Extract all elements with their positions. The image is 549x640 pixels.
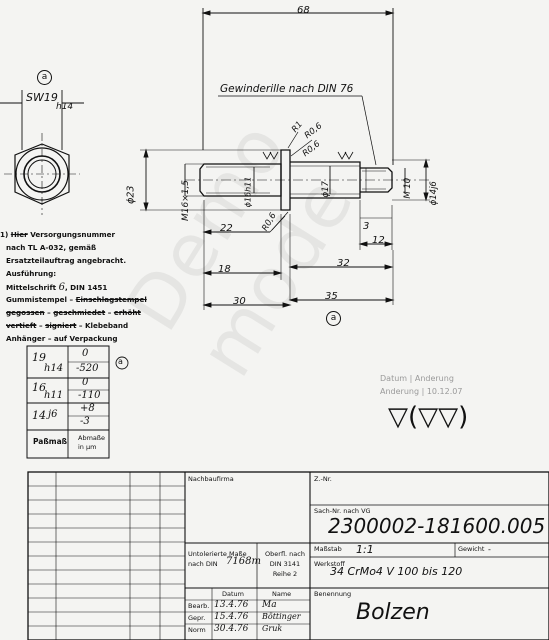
note-line-1: 1) Hier Versorgungsnummer	[0, 230, 115, 239]
massstab-label: Maßstab	[314, 545, 342, 553]
gepr-label: Gepr.	[188, 614, 206, 622]
dim-30: 30	[233, 296, 246, 307]
dim-22: 22	[220, 223, 233, 234]
fit-row1-size: 19	[32, 351, 46, 364]
dim-dia16h11: ϕ16h11	[243, 176, 253, 208]
dim-m16: M16×1,5	[181, 179, 192, 222]
dim-32: 32	[337, 258, 350, 269]
nachbaufirma-label: Nachbaufirma	[188, 475, 234, 483]
fit-row2-size: 16	[32, 381, 46, 394]
detail-mark-circle: a	[37, 70, 52, 85]
stamp-line-1: Datum | Anderung	[380, 374, 454, 383]
fit-row2-fit: h11	[44, 390, 64, 401]
fits-detail-mark: a	[118, 357, 123, 366]
fit-row1-fit: h14	[44, 363, 64, 374]
sw-tolerance: h14	[56, 102, 74, 112]
note-line-6: Gummistempel – Einschlagstempel	[6, 295, 147, 304]
note-line-9: Anhänger – auf Verpackung	[6, 334, 118, 343]
note-line-7: gegossen – geschmiedet – erhöht	[6, 308, 141, 317]
thread-callout: Gewinderille nach DIN 76	[220, 83, 354, 95]
benennung-value: Bolzen	[356, 600, 430, 625]
gewicht-label: Gewicht	[458, 545, 485, 553]
fit-row1-lower: -520	[76, 363, 99, 374]
bearb-label: Bearb.	[188, 602, 210, 610]
note-line-2: nach TL A-032, gemäß	[6, 243, 97, 252]
fit-row3-upper: +8	[80, 403, 95, 414]
gepr-date: 15.4.76	[214, 612, 249, 622]
fit-row3-size: 14	[32, 409, 46, 422]
sachnr-label: Sach-Nr. nach VG	[314, 507, 371, 515]
stamp-line-2: Anderung | 10.12.07	[380, 387, 463, 396]
datum-label: Datum	[222, 590, 244, 598]
dim-dia23: ϕ23	[125, 185, 137, 204]
norm-date: 30.4.76	[214, 624, 249, 634]
surface-symbol: ▽(▽▽)	[388, 402, 469, 432]
dim-overall: 68	[297, 5, 310, 16]
fit-row3-lower: -3	[80, 416, 90, 427]
fit-row3-fit: j6	[48, 409, 58, 420]
dim-3: 3	[363, 221, 370, 232]
norm-label: Norm	[188, 626, 206, 634]
revision-stamp: Datum | Anderung Anderung | 10.12.07	[380, 372, 462, 398]
bearb-name: Ma	[262, 600, 277, 610]
note-line-8: vertieft – signiert – Klebeband	[6, 321, 129, 330]
sw-label: SW19	[26, 91, 58, 104]
gewicht-value: -	[488, 545, 491, 554]
name-label: Name	[272, 590, 292, 598]
dim-dia14j6: ϕ14j6	[428, 181, 439, 206]
fit-row2-upper: 0	[82, 377, 89, 388]
note-line-4: Ausführung:	[6, 269, 57, 278]
dim-dia17: ϕ17	[320, 181, 331, 198]
note-line-3: Ersatzteilauftrag angebracht.	[6, 256, 127, 265]
znr-label: Z.-Nr.	[314, 475, 332, 483]
fits-header-right: Abmaße in µm	[78, 434, 105, 451]
werkstoff-value: 34 CrMo4 V 100 bis 120	[330, 565, 463, 578]
sachnr-value: 2300002-181600.005	[328, 514, 546, 538]
untol-value: 7168m	[226, 556, 261, 567]
dim-18: 18	[218, 264, 231, 275]
massstab-value: 1:1	[356, 543, 374, 556]
dim-m10: M 10	[403, 177, 414, 199]
benennung-label: Benennung	[314, 590, 352, 598]
werkstoff-label: Werkstoff	[314, 560, 345, 568]
fit-row1-upper: 0	[82, 348, 89, 359]
fit-row2-lower: -110	[78, 390, 101, 401]
fits-header-left: Paßmaß	[33, 437, 68, 446]
norm-name: Gruk	[262, 624, 283, 633]
gepr-name: Böttinger	[262, 612, 301, 621]
dim-35: 35	[325, 291, 338, 302]
note-line-5: Mittelschrift 6, DIN 1451	[6, 282, 108, 293]
bearb-date: 13.4.76	[214, 600, 249, 610]
untol-label: Untolerierte Maße nach DIN	[188, 550, 247, 568]
oberfl-label: Oberfl. nach DIN 3141 Reihe 2	[265, 550, 305, 578]
detail-mark-circle-2: a	[326, 311, 341, 326]
dim-12: 12	[372, 235, 385, 246]
